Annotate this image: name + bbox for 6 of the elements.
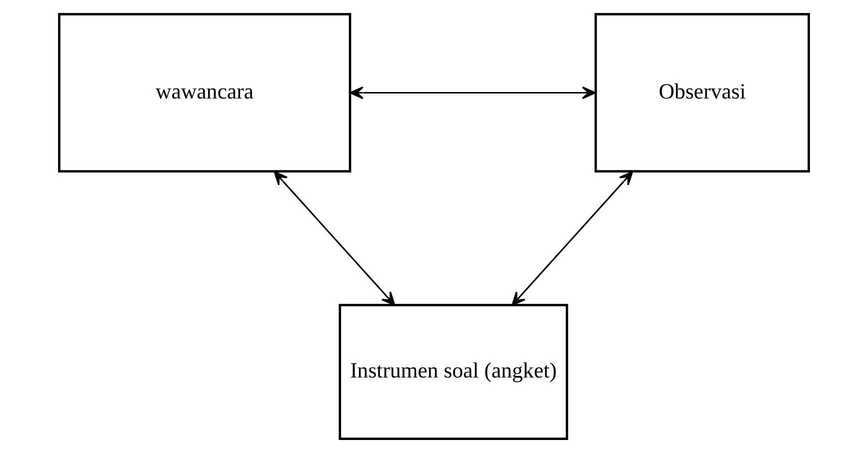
arrow [273, 171, 395, 306]
node-box: Observasi [594, 13, 810, 172]
arrow [349, 86, 596, 100]
arrow [511, 171, 633, 306]
node-box: wawancara [58, 13, 351, 172]
node-box: Instrumen soal (angket) [338, 304, 568, 440]
